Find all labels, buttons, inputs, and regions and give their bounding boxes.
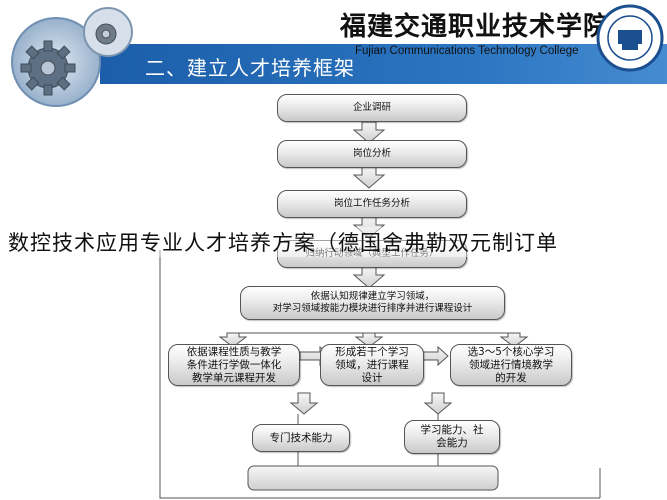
- flow-step-position-analysis: 岗位分析: [277, 140, 467, 168]
- gear-logo-icon: [11, 7, 133, 107]
- flow-branch-right: 选3～5个核心学习 领域进行情境教学 的开发: [450, 344, 572, 386]
- flow-step-learning-fields: 依据认知规律建立学习领域， 对学习领域按能力模块进行排序并进行课程设计: [240, 286, 505, 320]
- flow-outcome-technical: 专门技术能力: [252, 424, 350, 452]
- arrow-branch-left: [218, 332, 248, 348]
- flow-outcome-learning-social: 学习能力、社 会能力: [404, 420, 500, 454]
- arrow-branch-mid: [354, 332, 384, 348]
- arrow-branch-right: [499, 332, 529, 348]
- header-band: [100, 44, 667, 84]
- arrow-1: [352, 121, 386, 144]
- college-name-cn: 福建交通职业技术学院: [340, 12, 611, 42]
- college-seal-icon: [596, 4, 664, 72]
- college-name-en: Fujian Communications Technology College: [355, 45, 579, 57]
- flow-step-enterprise-research: 企业调研: [277, 94, 467, 122]
- arrow-4: [352, 266, 386, 289]
- arrow-3: [352, 216, 386, 239]
- section-title: 二、建立人才培养框架: [145, 56, 355, 80]
- flow-step-task-analysis: 岗位工作任务分析: [277, 190, 467, 218]
- slide-header: 福建交通职业技术学院 Fujian Communications Technol…: [0, 0, 667, 107]
- flow-branch-left: 依据课程性质与教学 条件进行学做一体化 教学单元课程开发: [168, 344, 300, 386]
- arrow-2: [352, 166, 386, 189]
- arrow-outcome-left: [289, 392, 319, 415]
- flow-branch-mid: 形成若干个学习 领域，进行课程 设计: [320, 344, 424, 386]
- arrow-outcome-right: [423, 392, 453, 415]
- overlay-document-title: 数控技术应用专业人才培养方案（德国舍弗勒双元制订单: [8, 227, 558, 257]
- flow-step-action-fields: 归纳行动领域（典型工作任务）: [277, 240, 467, 268]
